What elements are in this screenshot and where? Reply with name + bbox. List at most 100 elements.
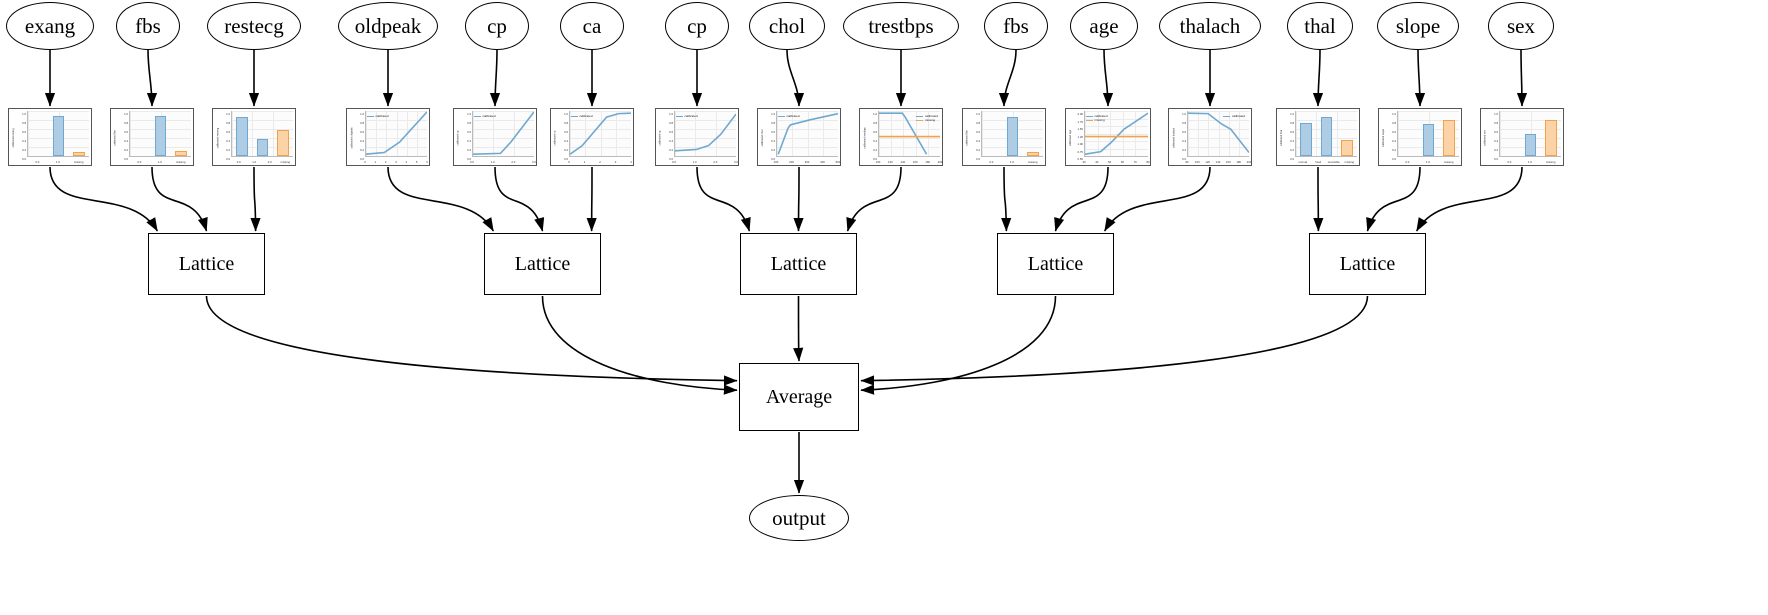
chart-x-tick: 4: [630, 159, 632, 164]
lattice-node-2[interactable]: Lattice: [740, 233, 857, 295]
chart-x-tick: 1.0: [692, 159, 697, 164]
average-node[interactable]: Average: [739, 363, 859, 431]
chart-y-tick: 0.2: [564, 148, 568, 152]
chart-x-tick: 200: [937, 159, 943, 164]
edge-lattice-to-average-1: [541, 295, 738, 395]
chart-y-axis-label: calibrated thal: [1279, 111, 1286, 164]
input-feature-node-age-10[interactable]: age: [1070, 2, 1138, 50]
chart-plot: [1499, 111, 1561, 157]
input-feature-node-cp-4[interactable]: cp: [465, 2, 529, 50]
chart-bar-calibrated: [1320, 116, 1333, 156]
chart-y-tick: 1.0: [564, 112, 568, 116]
chart-y-tick: 0.6: [771, 130, 775, 134]
chart-y-axis-label-text: calibrated thal: [1279, 129, 1283, 146]
legend-label: calibrated: [375, 114, 389, 118]
chart-x-tick: 120: [1205, 159, 1210, 164]
chart-y-tick: 0.2: [124, 148, 128, 152]
chart-y-tick: 0.4: [771, 139, 775, 143]
chart-x-tick: 100: [875, 159, 881, 164]
chart-x-tick: 1.0: [490, 159, 495, 164]
chart-line-calibrated: [778, 114, 838, 155]
lattice-node-4[interactable]: Lattice: [1309, 233, 1426, 295]
input-feature-node-fbs-1[interactable]: fbs: [116, 2, 180, 50]
input-feature-node-restecg-2[interactable]: restecg: [207, 2, 301, 50]
chart-legend-item: calibrated: [571, 114, 593, 118]
chart-y-axis-label: calibrated oldpeak: [349, 111, 356, 164]
chart-y-tick: 0.2: [1392, 148, 1396, 152]
edge-lattice-to-average-3: [860, 295, 1057, 395]
chart-x-tick: 40: [1095, 159, 1099, 164]
input-feature-node-fbs-9[interactable]: fbs: [984, 2, 1048, 50]
edge-calibrator-to-lattice-3: [387, 166, 495, 232]
edge-calibrator-to-lattice-10: [1054, 166, 1109, 232]
output-node[interactable]: output: [749, 495, 849, 541]
chart-legend-item: calibrated: [1086, 114, 1108, 118]
input-feature-node-oldpeak-3[interactable]: oldpeak: [338, 2, 438, 50]
chart-y-tick: 0.2: [360, 148, 364, 152]
input-feature-node-slope-13[interactable]: slope: [1377, 2, 1459, 50]
chart-x-tick: 1.0: [158, 159, 162, 164]
edge-calibrator-to-lattice-11: [1103, 166, 1211, 232]
chart-x-tick: 0: [364, 159, 366, 164]
chart-bar-calibrated: [154, 115, 167, 156]
input-feature-node-sex-14[interactable]: sex: [1488, 2, 1554, 50]
lattice-node-0[interactable]: Lattice: [148, 233, 265, 295]
chart-x-tick: 80: [1146, 159, 1150, 164]
chart-x-tick: 2.0: [713, 159, 718, 164]
input-feature-node-thalach-11[interactable]: thalach: [1159, 2, 1261, 50]
chart-x-tick: 120: [888, 159, 893, 164]
lattice-node-3[interactable]: Lattice: [997, 233, 1114, 295]
chart-y-tick: 0.6: [1392, 130, 1396, 134]
chart-y-tick: 0.8: [1182, 121, 1186, 125]
chart-plot: [129, 111, 191, 157]
chart-y-tick: 0.0: [771, 157, 775, 161]
chart-x-tick: 1: [374, 159, 377, 164]
chart-y-tick: 1.0: [124, 112, 128, 116]
lattice-node-1[interactable]: Lattice: [484, 233, 601, 295]
input-feature-node-cp-6[interactable]: cp: [665, 2, 729, 50]
chart-y-axis-label: calibrated ca: [553, 111, 560, 164]
edge-calibrator-to-lattice-7: [793, 166, 804, 232]
chart-bar-missing: [1027, 151, 1039, 156]
chart-x-tick: 0.0: [1405, 159, 1410, 164]
chart-gridlines: [366, 111, 427, 156]
chart-y-axis-label: calibrated sex: [1483, 111, 1490, 164]
input-feature-node-chol-7[interactable]: chol: [749, 2, 825, 50]
chart-x-tick: 2.0: [267, 159, 272, 164]
chart-x-tick: 4: [405, 159, 408, 164]
input-feature-node-trestbps-8[interactable]: trestbps: [843, 2, 959, 50]
chart-y-tick: 0.6: [669, 130, 673, 134]
chart-legend-item: calibrated: [916, 114, 938, 118]
chart-y-tick: 1.0: [467, 112, 471, 116]
input-feature-node-exang-0[interactable]: exang: [6, 2, 94, 50]
chart-plot: [1295, 111, 1357, 157]
chart-gridlines: [473, 111, 534, 156]
input-feature-node-ca-5[interactable]: ca: [560, 2, 624, 50]
chart-y-tick: 0.8: [1290, 121, 1294, 125]
chart-y-tick: 0.4: [976, 139, 980, 143]
legend-label: missing: [1094, 118, 1105, 123]
input-feature-node-thal-12[interactable]: thal: [1287, 2, 1353, 50]
legend-swatch-calibrated: [916, 115, 924, 117]
chart-line-calibrated: [570, 113, 631, 154]
chart-y-tick: 0.6: [1494, 130, 1498, 134]
chart-y-tick: 0.8: [976, 121, 980, 125]
chart-legend: calibrated: [676, 114, 698, 118]
